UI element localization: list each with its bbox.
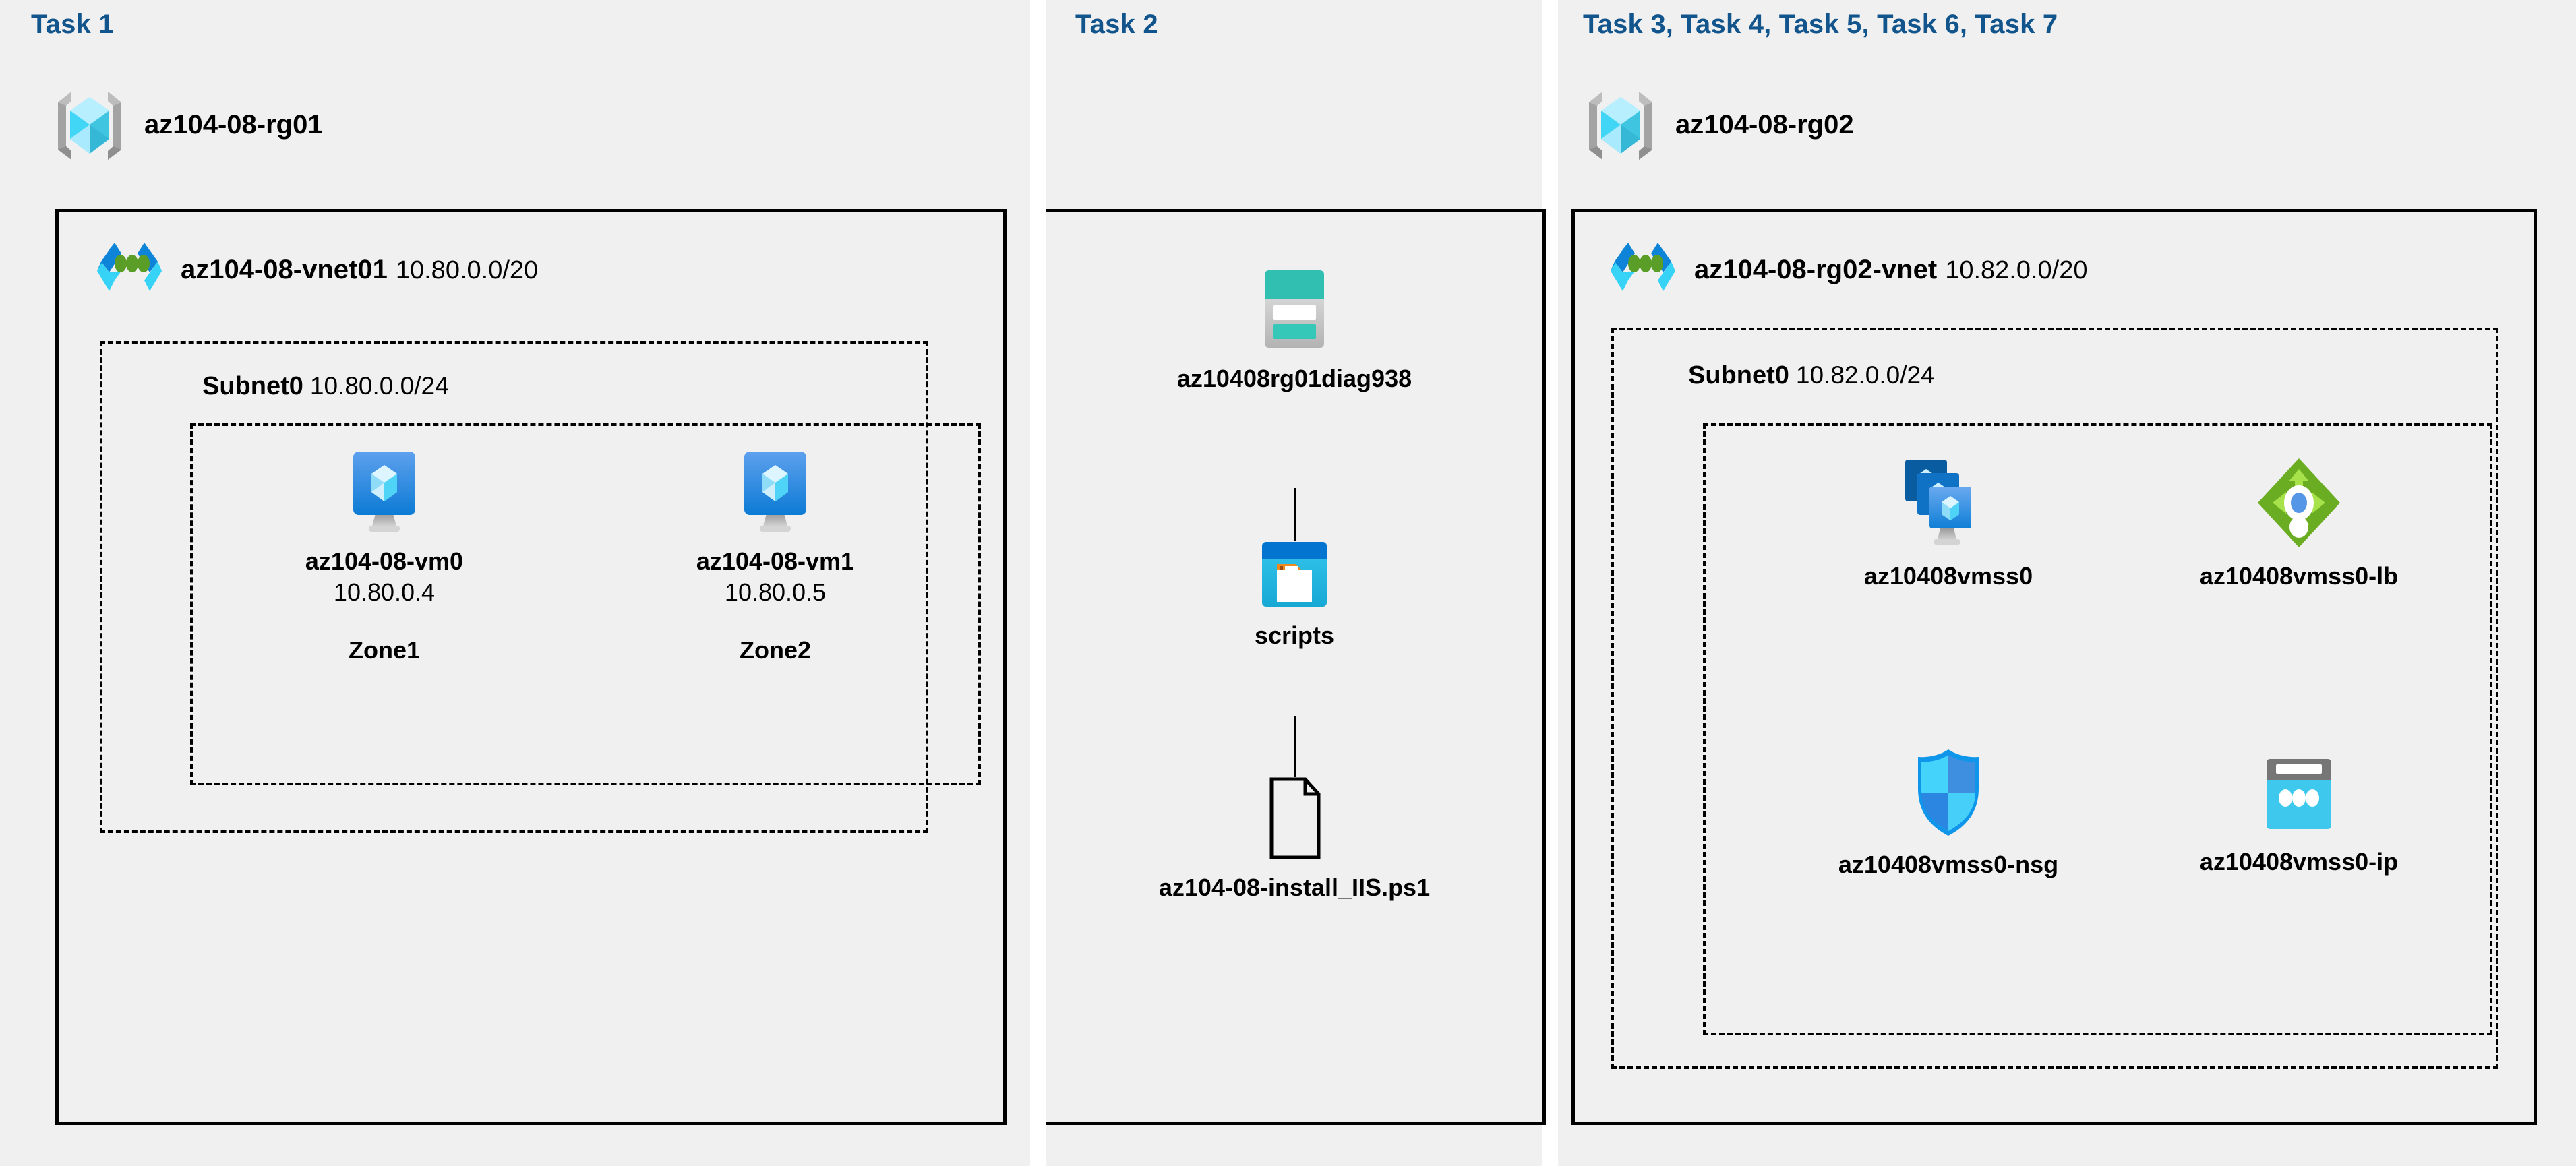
task1-vnet-box [55, 209, 1007, 1125]
resource-group-icon [50, 88, 129, 162]
task3-resource-group-label: az104-08-rg02 [1675, 109, 1854, 140]
task1-vm1-zone: Zone2 [739, 636, 811, 664]
task1-vm0-ip: 10.80.0.4 [333, 578, 436, 606]
task3-lb-node[interactable]: az10408vmss0-lb [2178, 456, 2420, 590]
task1-subnet-box [100, 341, 928, 833]
task3-lb-label: az10408vmss0-lb [2199, 562, 2399, 590]
task1-vm1-name: az104-08-vm1 [696, 547, 855, 575]
task1-subnet-cidr: 10.80.0.0/24 [309, 372, 449, 400]
task3-title: Task 3, Task 4, Task 5, Task 6, Task 7 [1583, 9, 2058, 39]
task3-ip-label: az10408vmss0-ip [2199, 848, 2399, 876]
task2-box [1046, 209, 1546, 1125]
task2-file-node[interactable]: az104-08-install_IIS.ps1 [1146, 775, 1443, 902]
network-security-group-icon [1911, 747, 1985, 838]
task2-storage-account-label: az10408rg01diag938 [1176, 365, 1412, 392]
task3-vnet-name: az104-08-rg02-vnet [1694, 254, 1938, 284]
virtual-network-icon [1608, 241, 1678, 298]
task1-vnet-name: az104-08-vnet01 [181, 254, 388, 284]
storage-account-icon [1259, 266, 1329, 352]
task2-file-label: az104-08-install_IIS.ps1 [1158, 873, 1431, 901]
resource-group-icon [1581, 88, 1660, 162]
task3-subnet-box [1611, 328, 2498, 1069]
task3-nsg-node[interactable]: az10408vmss0-nsg [1820, 747, 2076, 879]
task1-zone-box [190, 423, 981, 785]
panel-task1 [0, 0, 1030, 1166]
blob-container-icon [1259, 539, 1329, 609]
task3-resource-group: az104-08-rg02 [1581, 88, 1854, 162]
task3-vnet-cidr: 10.82.0.0/20 [1945, 255, 2088, 284]
task1-vm1-node[interactable]: az104-08-vm1 10.80.0.5 Zone2 [674, 448, 876, 665]
task1-vnet-cidr: 10.80.0.0/20 [395, 255, 539, 284]
virtual-machine-icon [736, 448, 815, 535]
task1-vm0-name: az104-08-vm0 [305, 547, 464, 575]
task1-vm0-zone: Zone1 [348, 636, 420, 664]
task3-subnet-cidr: 10.82.0.0/24 [1795, 361, 1935, 389]
task3-vnet-box [1571, 209, 2537, 1125]
task2-title: Task 2 [1075, 9, 1158, 39]
file-icon [1261, 775, 1328, 861]
task1-resource-group-label: az104-08-rg01 [144, 109, 323, 140]
task1-vm0-node[interactable]: az104-08-vm0 10.80.0.4 Zone1 [283, 448, 485, 665]
virtual-network-icon [94, 241, 164, 298]
task1-title: Task 1 [31, 9, 114, 39]
task1-vm1-ip: 10.80.0.5 [724, 578, 827, 606]
task3-vmss-label: az10408vmss0 [1863, 562, 2033, 590]
task3-nsg-label: az10408vmss0-nsg [1838, 851, 2059, 878]
panel-task3-7 [1558, 0, 2576, 1166]
load-balancer-icon [2255, 456, 2343, 550]
task3-resources-box [1703, 423, 2492, 1035]
task3-vmss-node[interactable]: az10408vmss0 [1834, 456, 2063, 590]
task2-container-label: scripts [1254, 621, 1335, 649]
task1-subnet-name: Subnet0 [202, 372, 303, 400]
task1-resource-group: az104-08-rg01 [50, 88, 323, 162]
task3-subnet-name: Subnet0 [1688, 361, 1789, 390]
connector-container-to-file [1294, 716, 1296, 777]
task2-container-node[interactable]: scripts [1193, 539, 1396, 650]
task2-storage-account-node[interactable]: az10408rg01diag938 [1160, 266, 1429, 393]
public-ip-address-icon [2260, 755, 2338, 836]
virtual-machine-icon [345, 448, 424, 535]
vm-scale-set-icon [1901, 456, 1996, 550]
connector-storage-to-container [1294, 488, 1296, 541]
task3-ip-node[interactable]: az10408vmss0-ip [2184, 755, 2414, 876]
